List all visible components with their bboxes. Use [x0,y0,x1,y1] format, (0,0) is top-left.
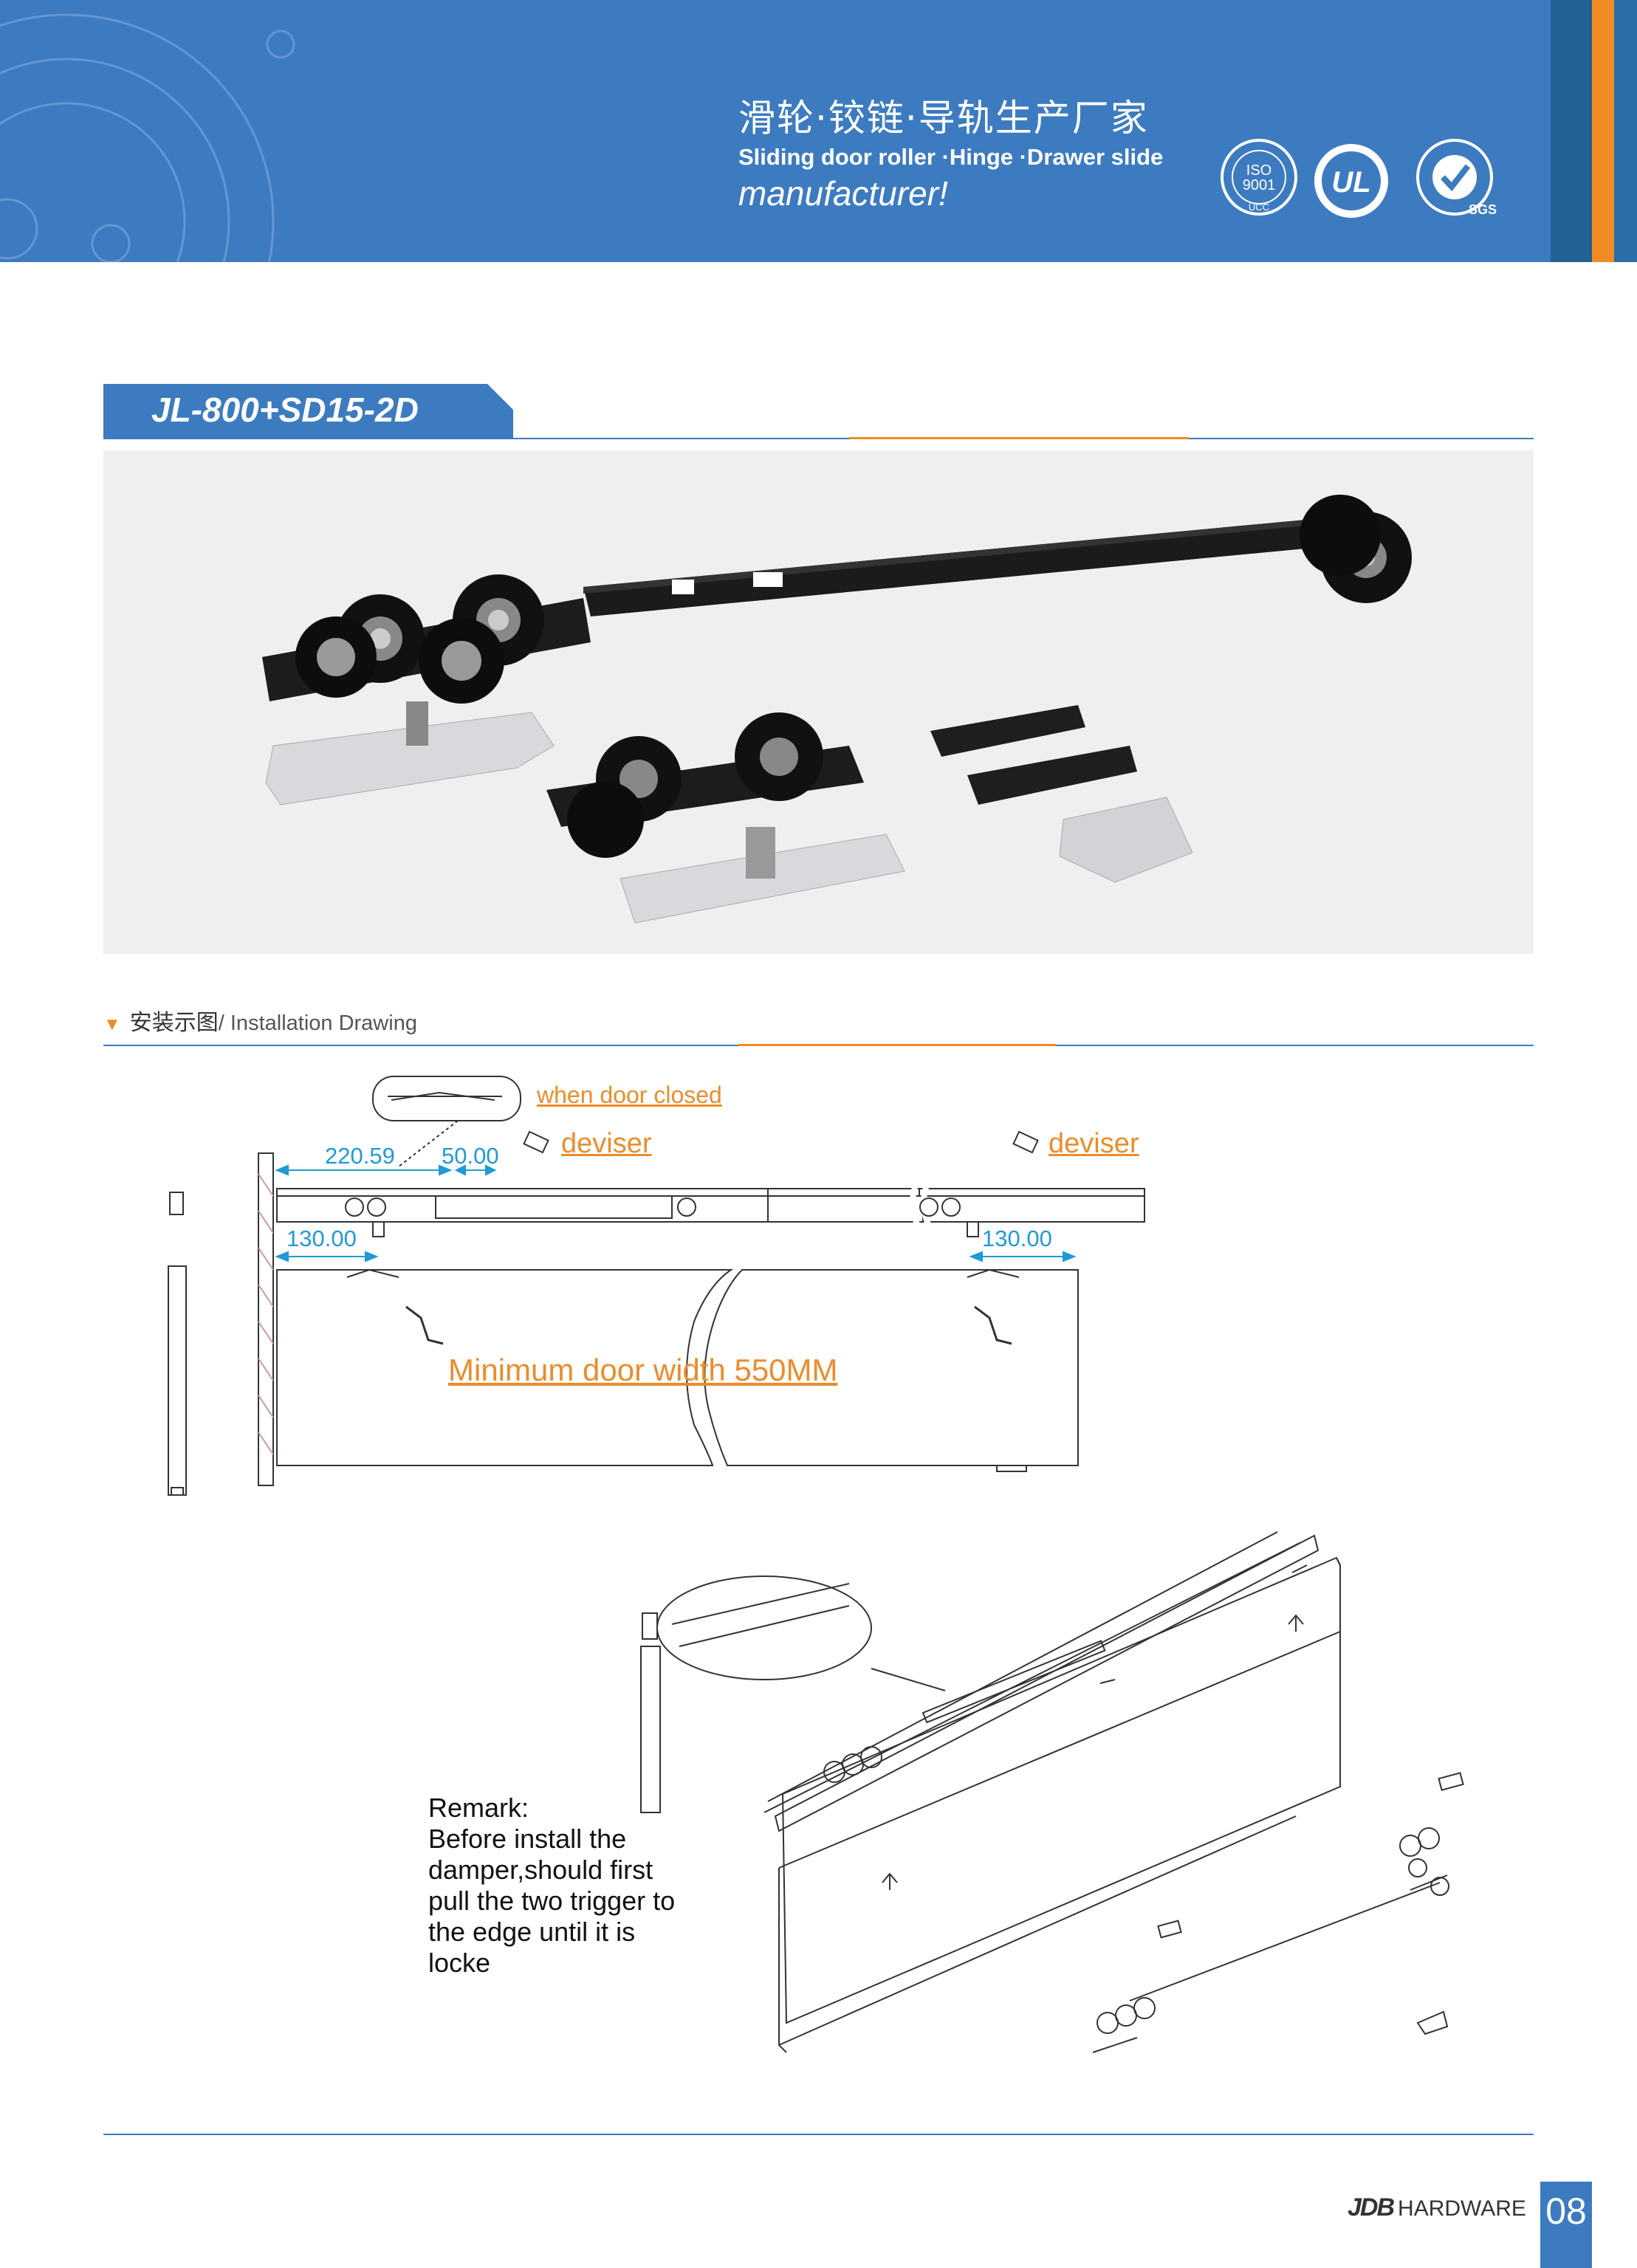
remark-line: the edge until it is [428,1917,636,1947]
brand-logo: JDB [1348,2193,1395,2221]
roller-kit-image [262,495,1412,924]
decorative-circles-icon [0,13,295,262]
svg-text:UL: UL [1331,166,1370,199]
header-tagline: manufacturer! [738,174,948,213]
remark-line: locke [428,1948,491,1978]
ul-certification-icon: UL [1314,144,1388,218]
product-photo [103,450,1534,954]
triangle-bullet-icon: ▼ [103,1014,121,1034]
product-model-title: JL-800+SD15-2D [151,391,419,429]
brand-text: HARDWARE [1398,2196,1526,2221]
remark-block: Remark: Before install the damper,should… [428,1793,738,1979]
remark-line: Before install the [428,1824,627,1854]
dimension-220-59: 220.59 [325,1143,395,1169]
svg-text:UCC: UCC [1249,202,1269,213]
installation-heading-cn: 安装示图 [129,1010,219,1036]
remark-line: pull the two trigger to [428,1886,676,1916]
deviser-label-left: deviser [561,1128,652,1159]
footer-rule [103,2134,1534,2135]
header-title-cn: 滑轮·铰链·导轨生产厂家 [738,97,1149,140]
remark-title: Remark: [428,1793,529,1823]
installation-exploded-view-drawing [640,1531,1464,2053]
callout-when-door-closed: when door closed [537,1082,722,1108]
svg-text:ISO: ISO [1246,162,1271,179]
installation-heading: ▼ 安装示图/ Installation Drawing [103,1004,417,1037]
page-number: 08 [1540,2182,1592,2268]
dimension-130-left: 130.00 [286,1226,357,1251]
installation-heading-en: / Installation Drawing [218,1011,417,1035]
sgs-certification-icon: SGS [1416,139,1497,217]
title-tab-shape [103,384,513,439]
minimum-door-width-label: Minimum door width 550MM [448,1353,838,1387]
iso-9001-ucc-seal-icon: ISO 9001 UCC [1221,139,1297,216]
svg-text:9001: 9001 [1243,177,1276,193]
title-rule-accent [849,437,1189,439]
dimension-130-right: 130.00 [982,1226,1052,1251]
installation-front-view-drawing [168,1076,1145,1496]
dimension-50: 50.00 [442,1143,499,1169]
header-subtitle-en: Sliding door roller ·Hinge ·Drawer slide [738,144,1164,170]
remark-line: damper,should first [428,1855,653,1885]
svg-text:SGS: SGS [1469,202,1497,217]
installation-rule-accent [738,1044,1056,1046]
page-header-banner [0,0,1637,262]
deviser-label-right: deviser [1049,1128,1139,1159]
